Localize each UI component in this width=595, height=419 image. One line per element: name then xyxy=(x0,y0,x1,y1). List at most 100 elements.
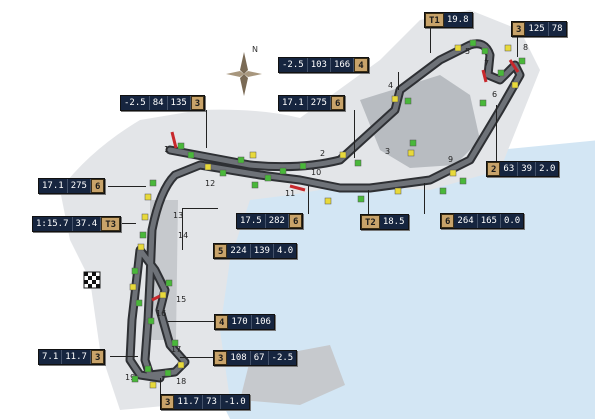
trackside-marker xyxy=(324,197,332,205)
corner-box-turn13: 5 224 139 4.0 xyxy=(213,243,298,259)
trackside-marker xyxy=(219,169,227,177)
compass-rose-icon: N xyxy=(226,45,262,96)
trackside-marker xyxy=(469,39,477,47)
gear-badge: 6 xyxy=(330,96,345,110)
turn-number-5: 5 xyxy=(465,47,470,56)
t1-label: T1 xyxy=(425,13,444,27)
trackside-marker xyxy=(147,317,155,325)
leader-line xyxy=(398,72,399,90)
trackside-marker xyxy=(249,151,257,159)
corner-box-turn1: -2.5 84 135 3 xyxy=(120,95,206,111)
trackside-marker xyxy=(131,267,139,275)
leader-line xyxy=(308,186,309,214)
gear-badge: 6 xyxy=(288,214,303,228)
t2-label: T2 xyxy=(361,215,380,229)
gear-badge: 6 xyxy=(90,179,105,193)
gear-badge: 5 xyxy=(214,244,228,258)
gear-badge: 3 xyxy=(512,22,526,36)
corner-value: 67 xyxy=(250,351,269,365)
corner-value: 135 xyxy=(167,96,191,110)
kerb xyxy=(289,184,306,192)
gear-badge: 4 xyxy=(354,58,368,72)
trackside-marker xyxy=(139,231,147,239)
trackside-marker xyxy=(237,156,245,164)
leader-line xyxy=(424,183,425,214)
turn-number-2: 2 xyxy=(320,149,325,158)
trackside-marker xyxy=(511,81,519,89)
turn-number-13: 13 xyxy=(173,211,183,220)
corner-value: 264 xyxy=(454,214,478,228)
corner-value: -1.0 xyxy=(220,395,249,409)
t2-value: 18.5 xyxy=(379,215,408,229)
leader-line xyxy=(496,105,497,161)
t3-speed: 37.4 xyxy=(72,217,102,231)
turn-number-9: 9 xyxy=(448,155,453,164)
leader-line xyxy=(430,27,431,53)
t3-timing-box: 1:15.7 37.4 T3 xyxy=(32,216,122,232)
corner-value: 108 xyxy=(227,351,251,365)
gear-badge: 3 xyxy=(190,96,205,110)
corner-value: 106 xyxy=(251,315,274,329)
leader-line xyxy=(160,378,161,394)
corner-box-turn2: 17.1 275 6 xyxy=(278,95,346,111)
trackside-marker xyxy=(279,167,287,175)
corner-box-turn12: 17.1 275 6 xyxy=(38,178,106,194)
leader-line xyxy=(368,190,369,214)
corner-value: -2.5 xyxy=(268,351,297,365)
gear-badge: 3 xyxy=(161,395,175,409)
trackside-marker xyxy=(404,97,412,105)
corner-value: 224 xyxy=(227,244,251,258)
turn-number-19: 19 xyxy=(125,373,135,382)
trackside-marker xyxy=(149,381,157,389)
trackside-marker xyxy=(164,369,172,377)
gear-badge: 6 xyxy=(441,214,455,228)
leader-line xyxy=(182,208,218,209)
corner-value: 4.0 xyxy=(273,244,297,258)
corner-value: 275 xyxy=(67,179,91,193)
corner-box-turn15: 4 170 106 xyxy=(214,314,275,330)
trackside-marker xyxy=(357,195,365,203)
turn-number-11: 11 xyxy=(285,189,295,198)
corner-value: 17.1 xyxy=(279,96,308,110)
leader-line xyxy=(182,208,183,250)
corner-value: 17.5 xyxy=(237,214,266,228)
turn-number-10: 10 xyxy=(311,168,321,177)
turn-number-8: 8 xyxy=(523,43,528,52)
corner-box-turn6: 2 63 39 2.0 xyxy=(486,161,560,177)
corner-value: 11.7 xyxy=(62,350,91,364)
corner-value: 0.0 xyxy=(500,214,524,228)
track-surface xyxy=(127,41,523,381)
corner-value: 139 xyxy=(250,244,274,258)
t3-lap-time: 1:15.7 xyxy=(33,217,73,231)
corner-value: 73 xyxy=(203,395,221,409)
trackside-marker xyxy=(454,44,462,52)
corner-box-turn5: 3 125 78 xyxy=(511,21,567,37)
leader-line xyxy=(110,356,138,357)
trackside-marker xyxy=(251,181,259,189)
trackside-marker xyxy=(391,95,399,103)
trackside-marker xyxy=(504,44,512,52)
turn-number-7: 7 xyxy=(484,59,489,68)
trackside-marker xyxy=(439,187,447,195)
corner-box-turn19: 7.1 11.7 3 xyxy=(38,349,106,365)
trackside-marker xyxy=(141,213,149,221)
leader-line xyxy=(354,110,355,158)
leader-line xyxy=(168,321,214,322)
trackside-marker xyxy=(394,187,402,195)
corner-box-turn10: 17.5 282 6 xyxy=(236,213,304,229)
trackside-marker xyxy=(264,174,272,182)
compass-north-label: N xyxy=(252,45,258,54)
trackside-marker xyxy=(177,142,185,150)
corner-value: 165 xyxy=(477,214,501,228)
kerb xyxy=(151,294,161,302)
turn-number-18: 18 xyxy=(176,377,186,386)
leader-line xyxy=(180,357,213,358)
chequered-flag-icon xyxy=(83,271,101,289)
turn-number-1: 1 xyxy=(164,145,169,154)
t1-timing-box: T1 19.8 xyxy=(424,12,473,28)
turn-number-12: 12 xyxy=(205,179,215,188)
trackside-marker xyxy=(187,151,195,159)
turn-number-6: 6 xyxy=(492,90,497,99)
turn-number-4: 4 xyxy=(388,81,393,90)
